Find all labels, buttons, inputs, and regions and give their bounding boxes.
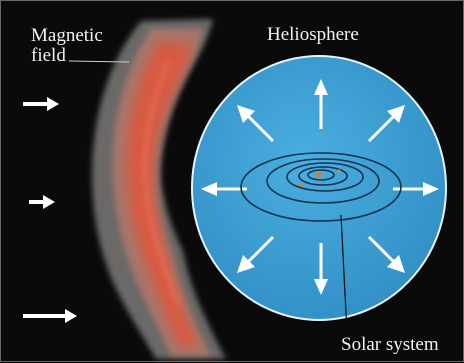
arrow-right-icon: [23, 97, 59, 111]
arrow-outward-icon: [367, 105, 405, 143]
arrow-outward-icon: [393, 182, 439, 196]
orbit: [266, 158, 380, 204]
arrow-outward-icon: [237, 105, 275, 143]
orbit: [286, 162, 364, 192]
orbit: [298, 166, 348, 186]
planet: [337, 169, 341, 173]
arrow-right-icon: [23, 309, 77, 323]
heliosphere: [191, 55, 447, 321]
orbit-outer: [240, 152, 402, 222]
magnetic-field-leader: [68, 60, 130, 63]
sun: [316, 172, 322, 178]
bow-shock-core: [126, 41, 199, 346]
heliosphere-label: Heliosphere: [267, 24, 359, 45]
arrow-outward-icon: [314, 79, 328, 129]
orbit: [307, 169, 335, 181]
magnetic-field-label-line1: Magnetic: [31, 25, 103, 46]
solar-system: [240, 152, 402, 222]
bow-shock: [92, 19, 226, 359]
arrow-outward-icon: [237, 235, 275, 273]
incoming-flow-arrows: [23, 97, 77, 323]
planet: [299, 183, 303, 187]
arrow-right-icon: [29, 195, 55, 209]
solar-system-leader: [340, 214, 348, 334]
arrow-outward-icon: [367, 235, 405, 273]
arrow-outward-icon: [314, 243, 328, 295]
solar-system-label: Solar system: [341, 334, 439, 355]
magnetic-field-label-line2: field: [31, 45, 66, 66]
